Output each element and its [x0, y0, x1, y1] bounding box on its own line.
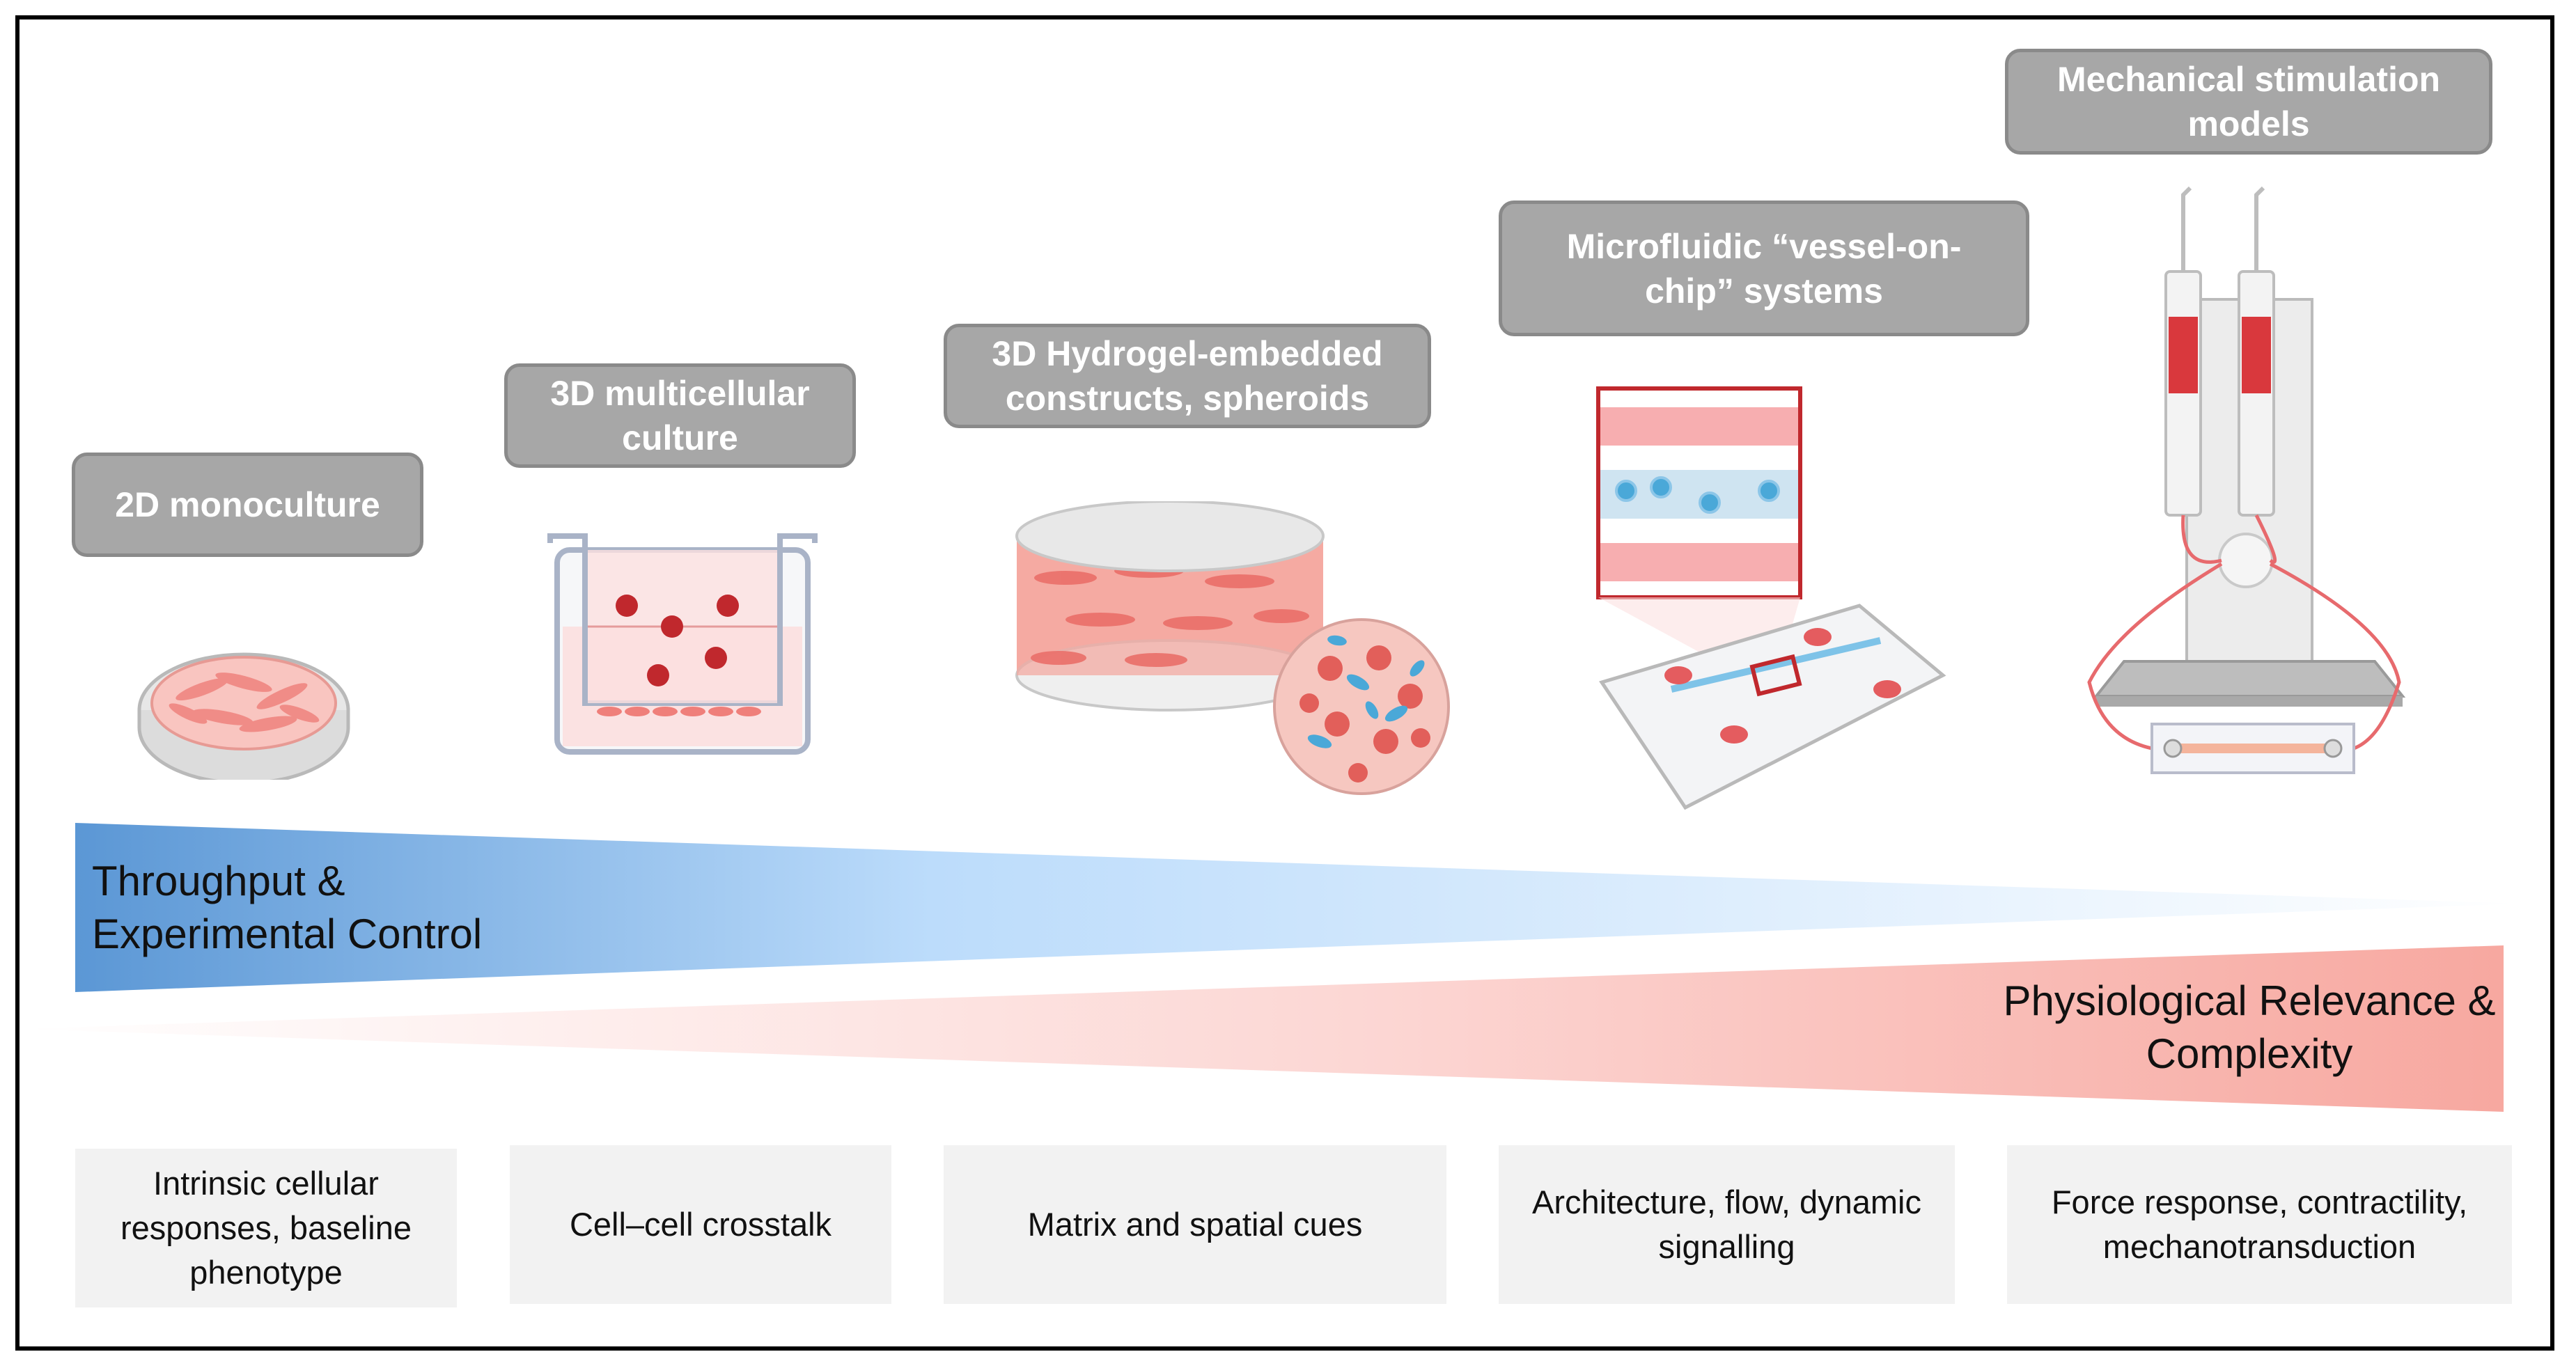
model-label-vessel-on-chip: Microfluidic “vessel-on-chip” systems [1499, 201, 2029, 336]
relevance-wedge [21, 945, 2504, 1112]
readout-cell-crosstalk: Cell–cell crosstalk [510, 1145, 891, 1304]
readout-matrix-spatial-cues: Matrix and spatial cues [944, 1145, 1446, 1304]
vessel-on-chip-illustration [1596, 386, 1946, 810]
relevance-label: Physiological Relevance & Complexity [1999, 975, 2500, 1080]
petri-dish-illustration [137, 652, 350, 780]
relevance-label-text: Physiological Relevance & Complexity [2003, 977, 2496, 1077]
readout-intrinsic-responses: Intrinsic cellular responses, baseline p… [75, 1149, 457, 1307]
model-label-hydrogel-spheroids: 3D Hydrogel-embedded constructs, spheroi… [944, 324, 1431, 428]
transwell-illustration [547, 533, 818, 755]
model-label-mechanical-stimulation: Mechanical stimulation models [2005, 49, 2492, 155]
readout-force-response: Force response, contractility, mechanotr… [2007, 1145, 2512, 1304]
model-label-2d-monoculture: 2D monoculture [72, 453, 423, 557]
model-label-3d-multicellular: 3D multicellular culture [504, 363, 856, 468]
throughput-wedge [75, 823, 2521, 992]
readout-architecture-flow: Architecture, flow, dynamic signalling [1499, 1145, 1955, 1304]
hydrogel-spheroid-illustration [1015, 501, 1450, 795]
mechanical-stimulation-illustration [2087, 186, 2406, 774]
throughput-label-text: Throughput & Experimental Control [92, 858, 483, 957]
throughput-label: Throughput & Experimental Control [92, 855, 565, 961]
